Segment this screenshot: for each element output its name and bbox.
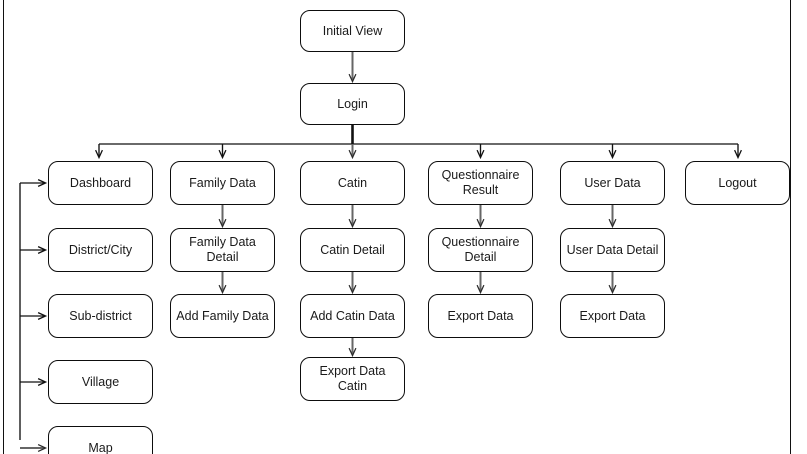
node-add-family-data[interactable]: Add Family Data — [170, 294, 275, 338]
node-village[interactable]: Village — [48, 360, 153, 404]
canvas-left-border — [3, 0, 4, 454]
node-logout[interactable]: Logout — [685, 161, 790, 205]
node-add-catin-data[interactable]: Add Catin Data — [300, 294, 405, 338]
node-catin-detail[interactable]: Catin Detail — [300, 228, 405, 272]
node-export-data-catin[interactable]: Export Data Catin — [300, 357, 405, 401]
node-district-city[interactable]: District/City — [48, 228, 153, 272]
node-questionnaire-detail[interactable]: Questionnaire Detail — [428, 228, 533, 272]
node-login[interactable]: Login — [300, 83, 405, 125]
node-export-data-user[interactable]: Export Data — [560, 294, 665, 338]
canvas-right-border — [790, 0, 791, 454]
node-export-data-questionnaire[interactable]: Export Data — [428, 294, 533, 338]
node-sub-district[interactable]: Sub-district — [48, 294, 153, 338]
node-questionnaire-result[interactable]: Questionnaire Result — [428, 161, 533, 205]
node-user-data-detail[interactable]: User Data Detail — [560, 228, 665, 272]
node-family-data[interactable]: Family Data — [170, 161, 275, 205]
node-dashboard[interactable]: Dashboard — [48, 161, 153, 205]
node-map[interactable]: Map — [48, 426, 153, 454]
node-family-data-detail[interactable]: Family Data Detail — [170, 228, 275, 272]
node-user-data[interactable]: User Data — [560, 161, 665, 205]
node-initial-view[interactable]: Initial View — [300, 10, 405, 52]
node-catin[interactable]: Catin — [300, 161, 405, 205]
